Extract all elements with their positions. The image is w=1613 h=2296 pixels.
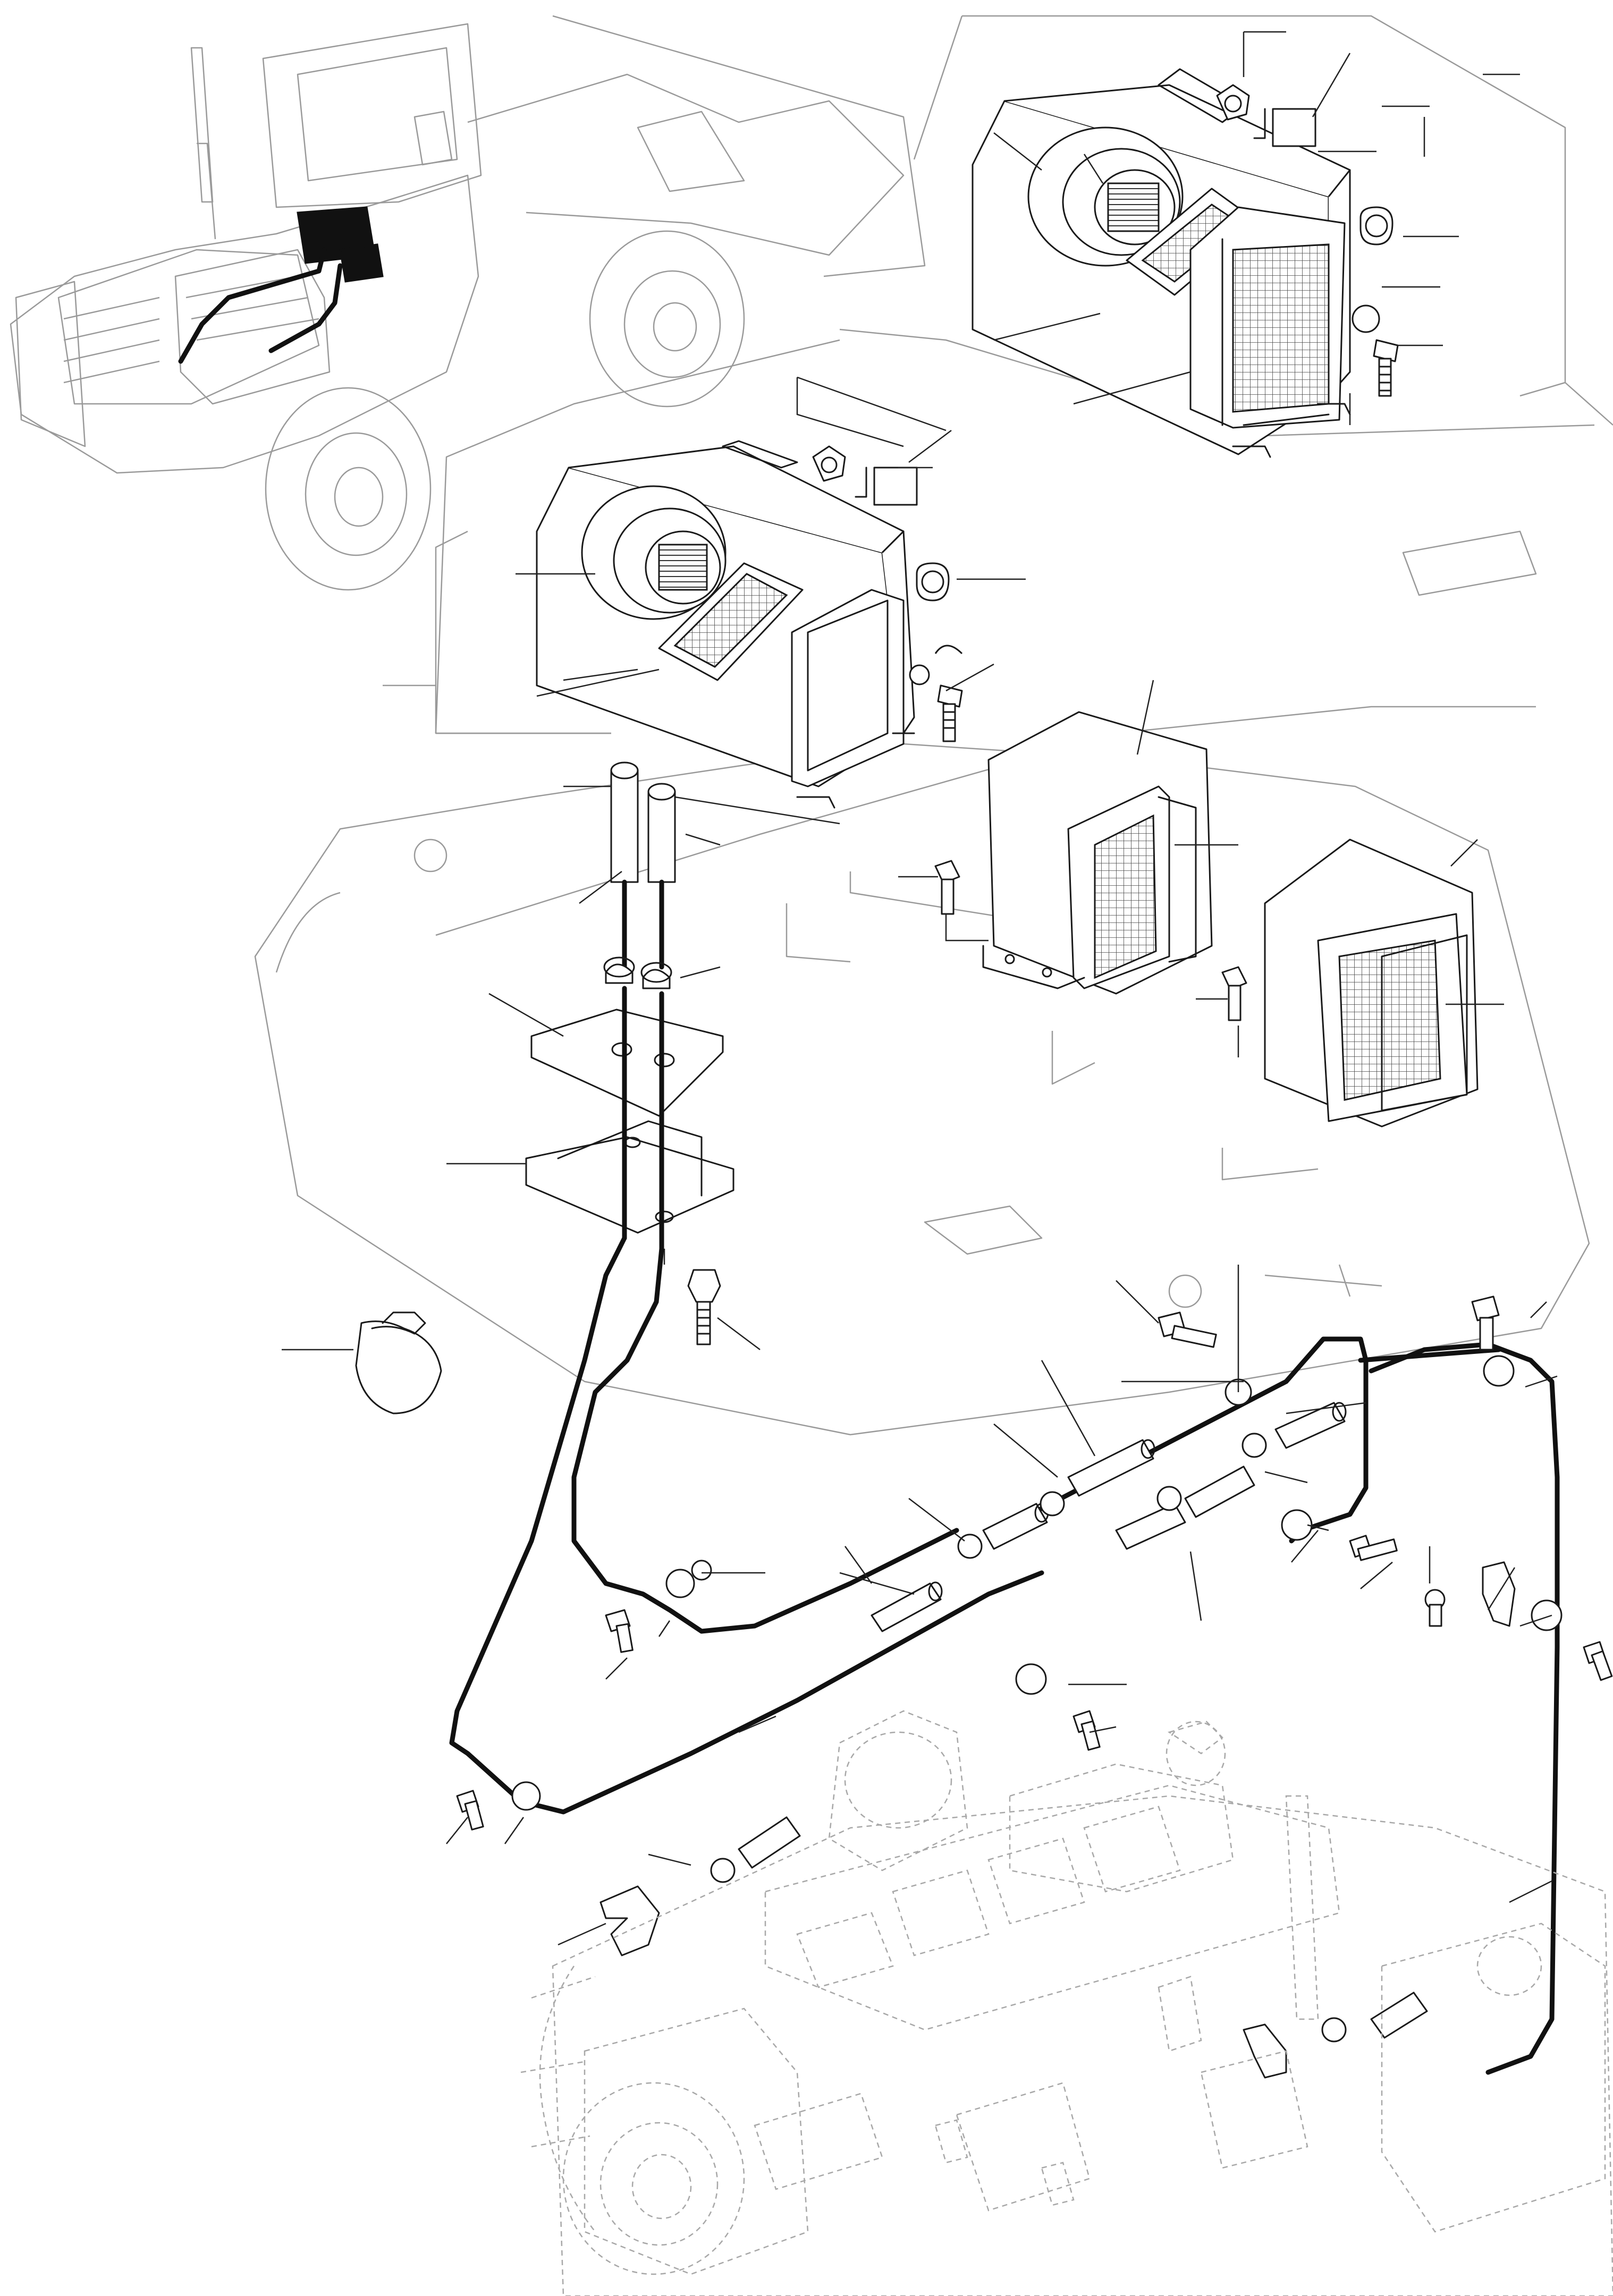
bolt-upper xyxy=(687,1269,761,1350)
blower-box-icon xyxy=(536,440,915,809)
hose-segment-3 xyxy=(1067,1439,1155,1497)
hose-pipes xyxy=(563,761,721,989)
hose-icon xyxy=(449,1235,1560,2075)
heater-core-b xyxy=(1196,838,1504,1128)
hose-segment-5 xyxy=(1184,1465,1255,1518)
hose-segment-1 xyxy=(871,1581,943,1632)
hose-segment-2 xyxy=(982,1503,1049,1550)
wheel-loader-locator xyxy=(10,15,926,591)
bulkhead-bracket xyxy=(446,986,734,1265)
loose-clamp xyxy=(282,1311,442,1414)
core-icon xyxy=(982,711,1213,995)
bracket-icon xyxy=(525,1009,734,1234)
heater-unit-detail-b xyxy=(383,376,1026,825)
hose-segment-7 xyxy=(738,1816,801,1869)
engine-icon xyxy=(520,1710,1613,2296)
heater-unit-detail-a xyxy=(972,31,1520,458)
hose-segment-6 xyxy=(1274,1402,1347,1449)
heater-hose-loop xyxy=(446,1235,1613,2079)
blower-box-icon xyxy=(972,68,1380,458)
cab-floor-outline xyxy=(254,15,1613,1436)
pipe-icon xyxy=(610,761,676,970)
heater-core-a xyxy=(898,680,1238,995)
hose-segment-4 xyxy=(1115,1503,1186,1550)
core-icon xyxy=(1264,838,1479,1128)
hose-clamps xyxy=(511,1355,1563,2043)
wheel-loader-icon xyxy=(10,15,926,591)
hose-segment-8 xyxy=(1370,1992,1428,2039)
engine xyxy=(520,1710,1613,2296)
